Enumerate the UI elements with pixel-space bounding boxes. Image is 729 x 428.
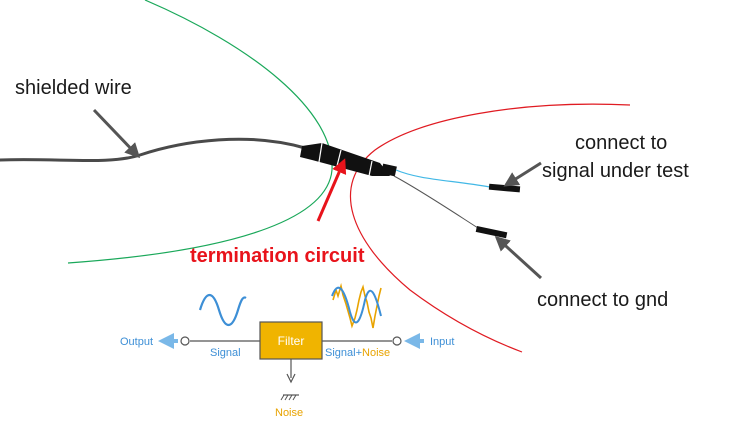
green-field-curve — [67, 0, 333, 264]
gnd-arrow — [494, 235, 543, 280]
termination-circuit-body — [300, 142, 397, 177]
filter-block — [259, 321, 323, 360]
input-label: Input — [430, 336, 454, 348]
signal-clip — [488, 183, 521, 193]
noise-label: Noise — [275, 407, 303, 419]
gnd-clip — [475, 225, 508, 239]
clean-signal-wave — [198, 293, 247, 327]
signal-arrow — [503, 161, 542, 187]
shielded-wire-label: shielded wire — [15, 77, 132, 99]
termination-arrow — [316, 158, 347, 222]
termination-circuit-label: termination circuit — [190, 245, 365, 267]
filter-schematic: Filter Output Signal Signal+Noise Input … — [120, 282, 454, 419]
ground-icon — [280, 394, 299, 401]
shielded-wire — [0, 137, 307, 163]
output-label: Output — [120, 336, 153, 348]
gnd-lead-wire — [393, 175, 479, 229]
signal-label: Signal — [210, 347, 241, 359]
signal-noise-label: Signal+Noise — [325, 347, 390, 359]
connect-gnd-label: connect to gnd — [537, 289, 668, 311]
input-terminal — [392, 336, 402, 346]
signal-lead-wire — [395, 169, 491, 188]
noisy-blue-wave — [331, 286, 382, 324]
red-field-curve — [349, 103, 631, 353]
output-terminal — [180, 336, 190, 346]
connect-signal-label-line2: signal under test — [542, 160, 689, 182]
filter-label: Filter — [278, 334, 305, 348]
shielded-wire-arrow — [92, 108, 141, 159]
connect-signal-label-line1: connect to — [575, 132, 667, 154]
